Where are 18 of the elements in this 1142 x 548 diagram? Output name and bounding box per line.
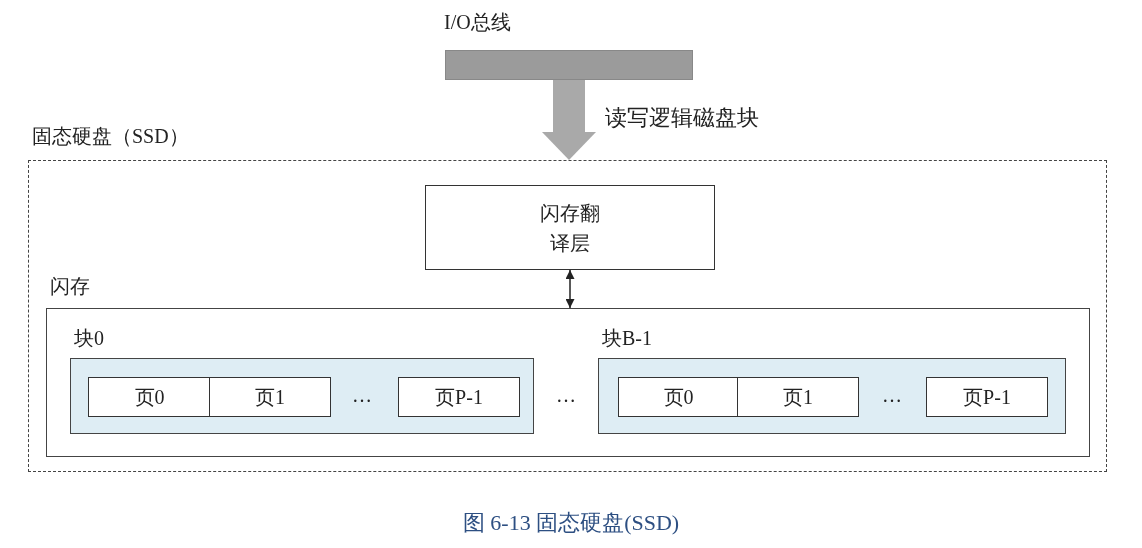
page-box: 页1 [737,377,859,417]
bus-arrow [542,80,596,160]
group-title: 块B-1 [602,326,652,351]
caption: 图 6-13 固态硬盘(SSD) [462,510,680,535]
page-box: 页1 [209,377,331,417]
page-box: 页P-1 [398,377,520,417]
group-title: 闪存 [50,274,90,299]
ellipsis-label: … [556,384,576,407]
group-title: 固态硬盘（SSD） [32,124,189,149]
double-arrow [565,269,575,309]
page-box: 页0 [88,377,211,417]
group-title: 块0 [74,326,104,351]
group-title: I/O总线 [444,10,511,35]
ellipsis-label: … [882,384,902,407]
process-box: 闪存翻译层 [425,185,715,270]
ellipsis-label: … [352,384,372,407]
page-box: 页0 [618,377,739,417]
page-box: 页P-1 [926,377,1048,417]
